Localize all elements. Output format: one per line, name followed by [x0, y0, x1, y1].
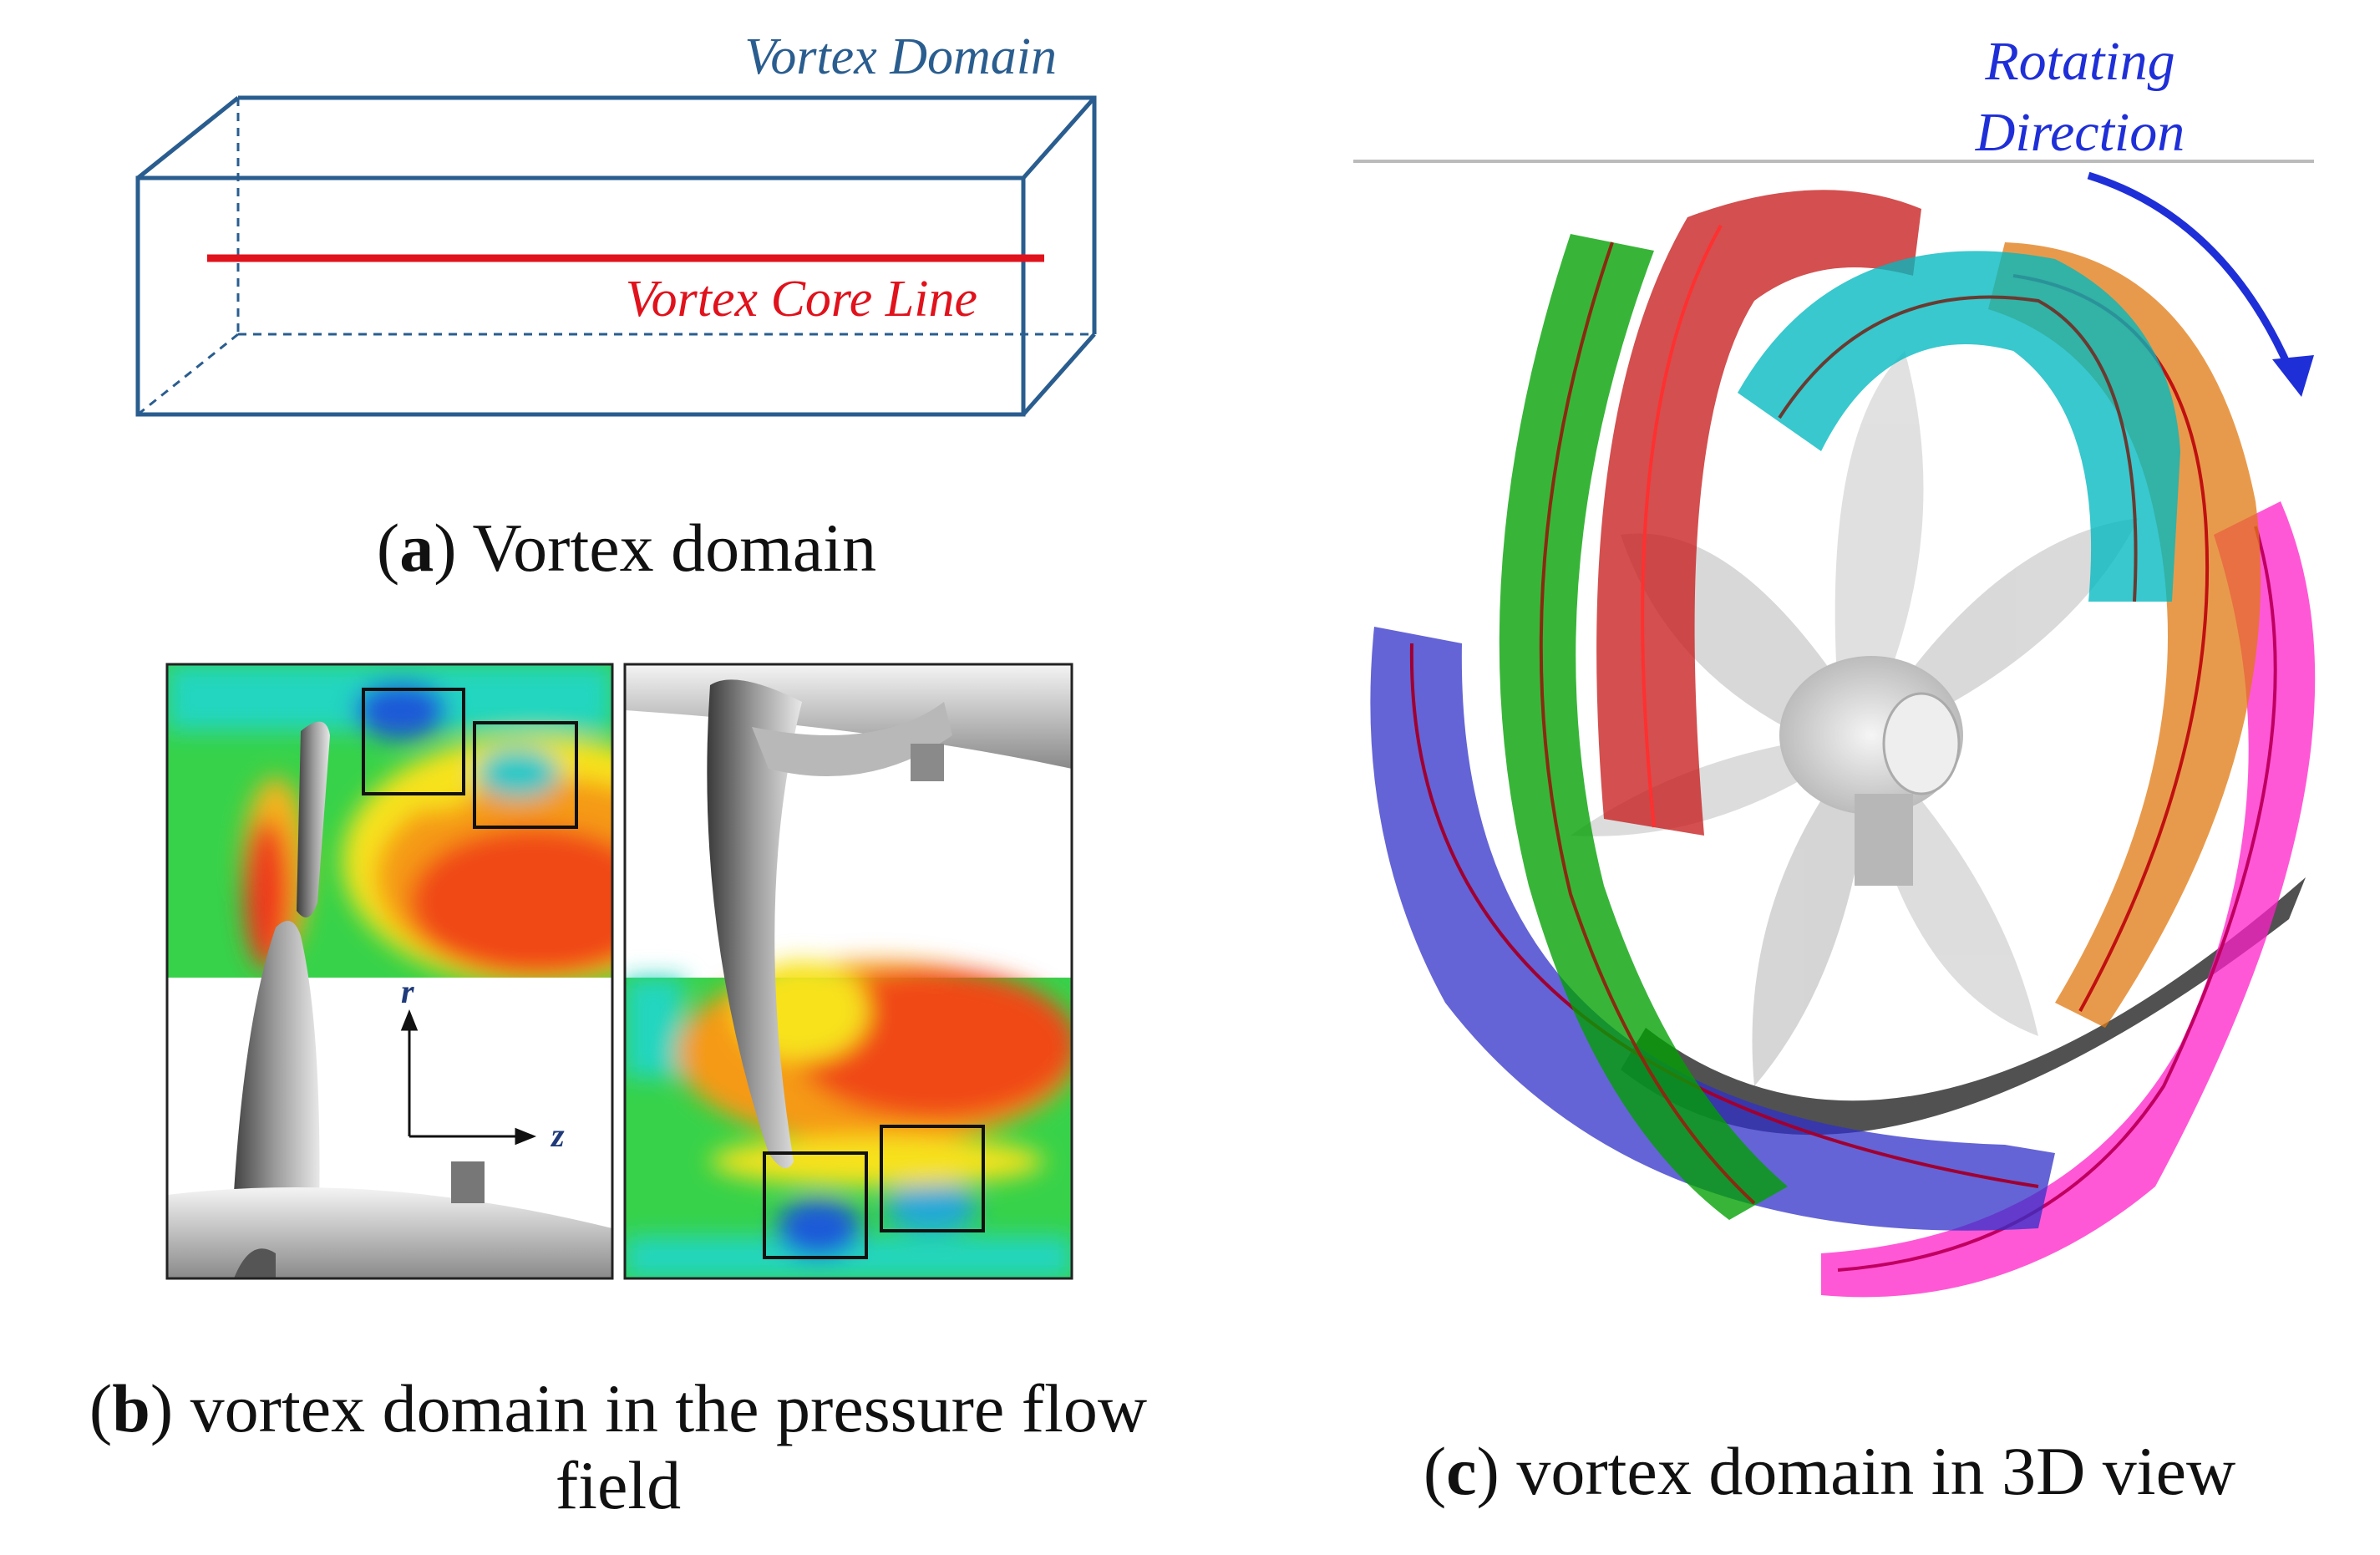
rotation-label-line2: Direction: [1975, 102, 2185, 163]
vortex-window-right-2: [880, 1125, 985, 1232]
panel-c-diagram: Rotating Direction: [1353, 31, 2316, 1298]
vortex-domain-cyan: [1738, 251, 2180, 602]
caption-c: (c) vortex domain in 3D view: [1423, 1433, 2236, 1509]
vortex-window-left-2: [473, 721, 578, 829]
r-z-axes: [400, 1009, 537, 1146]
caption-a: (a) Vortex domain: [376, 510, 877, 586]
caption-b-line2: field: [555, 1446, 682, 1523]
panel-a-diagram: Vortex Domain Vortex Core Line: [135, 28, 1097, 417]
caption-b: (b) vortex domain in the pressure flow f…: [89, 1370, 1148, 1523]
rotation-arrow: [2087, 171, 2314, 397]
pressure-field-right: [625, 664, 1072, 1278]
caption-a-letter: a: [399, 510, 434, 586]
caption-c-text: vortex domain in 3D view: [1516, 1433, 2236, 1509]
axis-z-label: z: [550, 1116, 565, 1154]
vortex-domain-magenta: [1821, 501, 2316, 1298]
vortex-domain-box: [135, 95, 1097, 417]
vortex-domain-blue: [1370, 627, 2055, 1231]
axis-r-label: r: [401, 973, 414, 1010]
caption-a-text: Vortex domain: [472, 510, 877, 586]
vortex-core-line-label: Vortex Core Line: [626, 271, 977, 328]
vortex-domain-green: [1499, 234, 1788, 1220]
propeller: [1571, 351, 2139, 1086]
caption-b-line1: vortex domain in the pressure flow: [190, 1370, 1148, 1446]
vortex-window-right-1: [763, 1151, 868, 1259]
rotation-label-line1: Rotating: [1984, 31, 2174, 92]
vortex-domain-label: Vortex Domain: [744, 28, 1057, 85]
panel-b-diagram: r z: [165, 663, 1073, 1280]
caption-c-letter: c: [1446, 1433, 1477, 1509]
caption-b-letter: b: [112, 1370, 150, 1446]
hidden-edges: [137, 98, 1094, 416]
vortex-window-left-1: [362, 688, 465, 795]
pressure-field-left: [167, 664, 612, 1278]
vortex-domain-red: [1596, 190, 1921, 836]
